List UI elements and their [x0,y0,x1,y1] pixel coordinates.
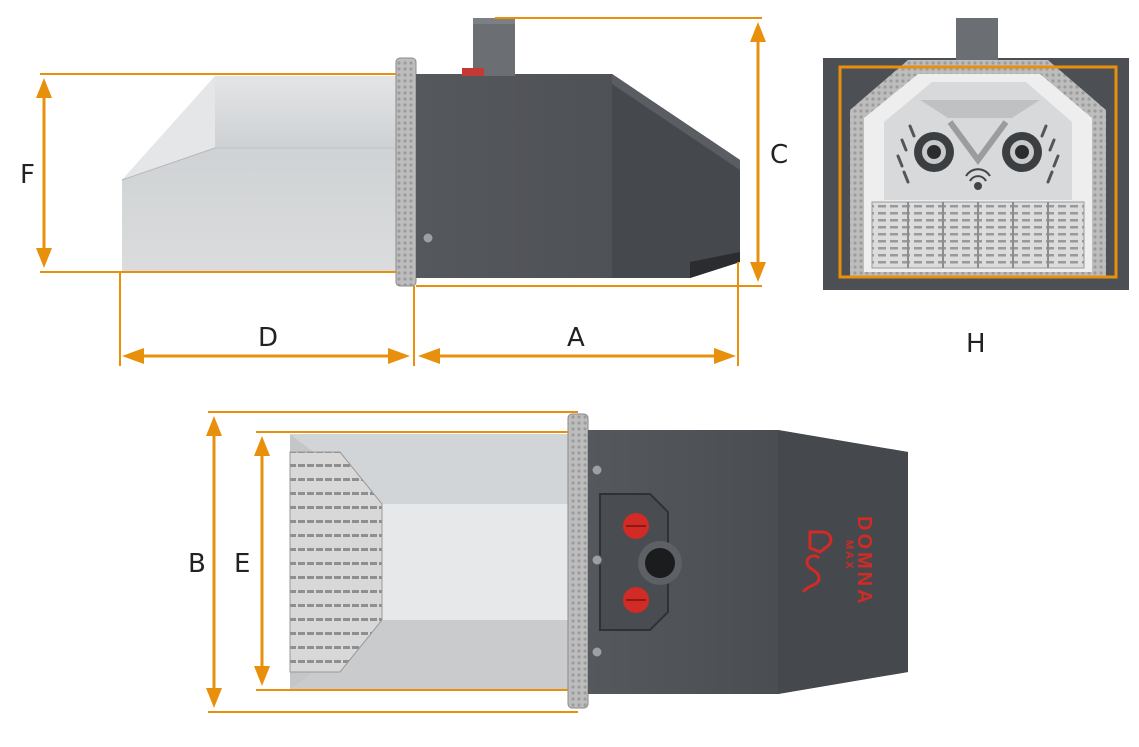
label-B: B [188,549,206,579]
domna-flame-icon [801,530,833,594]
top-bolt-2-icon [591,554,603,566]
top-bolt-3-icon [591,646,603,658]
top-view: DOMNA MAX [289,413,908,709]
side-flange [395,57,417,287]
side-bolt-icon [422,232,434,244]
front-sensor-icon [965,168,991,190]
logo-model: MAX [843,540,855,570]
label-C: C [770,140,788,170]
front-top-pipe [956,18,998,62]
top-cover-plate [599,493,669,631]
side-view [121,18,740,287]
side-top-pipe [473,18,515,76]
label-E: E [234,549,250,579]
top-bolt-1-icon [591,464,603,476]
front-dimension-frame [838,65,1118,279]
label-F: F [20,160,35,190]
label-D: D [258,323,278,353]
domna-logo: DOMNA MAX [801,516,875,607]
label-A: A [567,323,585,353]
side-chamber [122,76,396,272]
top-flange [567,413,589,709]
front-view [823,18,1129,290]
label-H: H [966,329,986,359]
top-grate [289,451,383,673]
dimension-lines [36,17,766,713]
logo-brand: DOMNA [853,516,875,607]
